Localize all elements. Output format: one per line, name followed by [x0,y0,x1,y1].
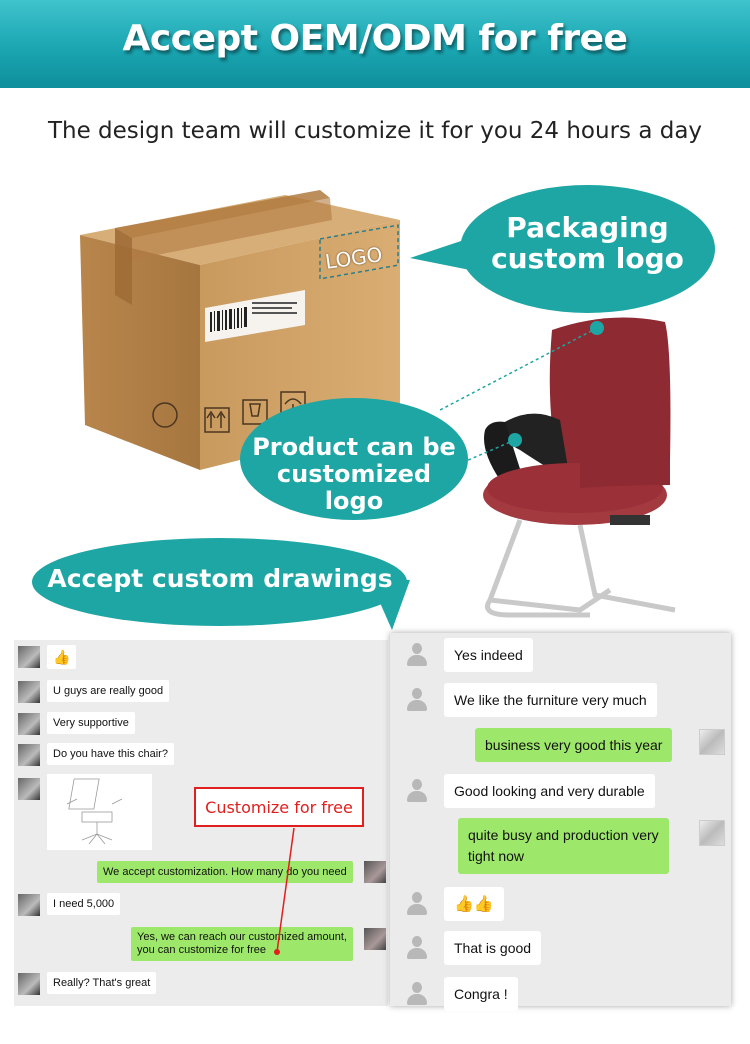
packaging-line-2: custom logo [491,242,684,276]
product-line-2: customized logo [276,459,432,515]
avatar [18,744,40,766]
custom-drawings-bubble [32,538,407,626]
chat-message: Yes indeed [444,638,533,672]
product-logo-bubble [240,398,468,520]
avatar [18,894,40,916]
product-line-1: Product can be [252,433,456,461]
chat-message: Good looking and very durable [444,774,655,808]
subtitle: The design team will customize it for yo… [47,118,703,144]
user-avatar-icon [406,892,428,916]
drawing-sketch [66,778,123,845]
chat-message: We like the furniture very much [444,683,657,717]
avatar [699,729,725,755]
packaging-logo-text: Packaging custom logo [475,212,700,275]
header-banner: Accept OEM/ODM for free [0,0,750,88]
avatar [18,646,40,668]
user-avatar-icon [406,688,428,712]
chat-message-outgoing: quite busy and production very tight now [458,818,669,874]
avatar [364,861,386,883]
banner-title: Accept OEM/ODM for free [122,18,628,59]
chat-message-outgoing: Yes, we can reach our customized amount,… [131,927,353,961]
customize-callout: Customize for free [194,787,364,827]
user-avatar-icon [406,982,428,1006]
user-avatar-icon [406,936,428,960]
custom-drawings-text: Accept custom drawings [47,564,393,593]
chat-message: 👍 [47,645,77,669]
user-avatar-icon [406,779,428,803]
chat-message: I need 5,000 [47,893,121,915]
avatar [18,778,40,800]
packaging-logo-bubble [460,185,715,313]
office-chair-image [483,317,676,618]
avatar [18,973,40,995]
avatar [699,820,725,846]
user-avatar-icon [406,643,428,667]
chat-message: 👍👍 [444,887,504,921]
chat-message: Very supportive [47,712,135,734]
chat-message: Congra ! [444,977,518,1011]
chat-message: Really? That's great [47,972,157,994]
chat-line: tight now [468,848,525,864]
chat-message: Do you have this chair? [47,743,174,765]
chat-message: U guys are really good [47,680,170,702]
chat-message: That is good [444,931,542,965]
avatar [18,713,40,735]
callout-pointer [274,827,295,955]
chat-line: Yes, we can reach our customized amount, [137,931,347,944]
chair-drawing-image [47,774,152,850]
chat-line: you can customize for free [137,944,267,956]
avatar [18,681,40,703]
chat-line: quite busy and production very [468,827,659,843]
avatar [364,928,386,950]
chat-message-outgoing: business very good this year [475,728,673,762]
packaging-line-1: Packaging [506,211,669,244]
product-logo-text: Product can be customized logo [245,434,463,515]
